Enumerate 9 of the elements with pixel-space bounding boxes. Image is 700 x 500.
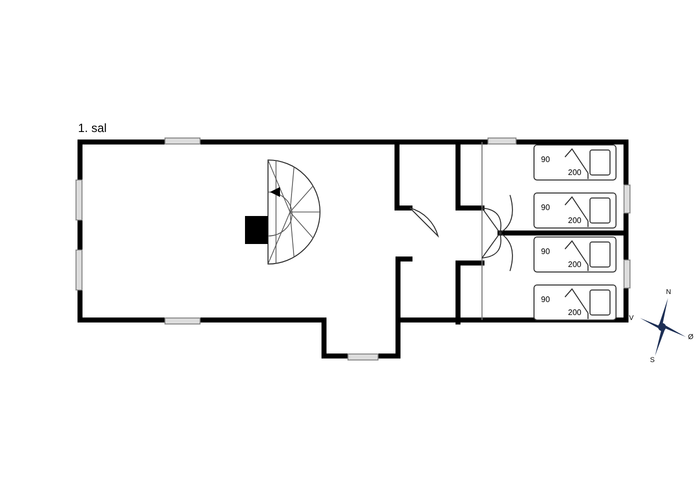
bed-length-label: 200: [568, 169, 582, 177]
floor-title: 1. sal: [78, 122, 107, 134]
bed-width-label: 90: [541, 156, 550, 164]
bed-width-label: 90: [541, 204, 550, 212]
bed-length-label: 200: [568, 217, 582, 225]
bed-width-label: 90: [541, 296, 550, 304]
bed-width-label: 90: [541, 248, 550, 256]
bed-length-label: 200: [568, 261, 582, 269]
bed-length-label: 200: [568, 309, 582, 317]
